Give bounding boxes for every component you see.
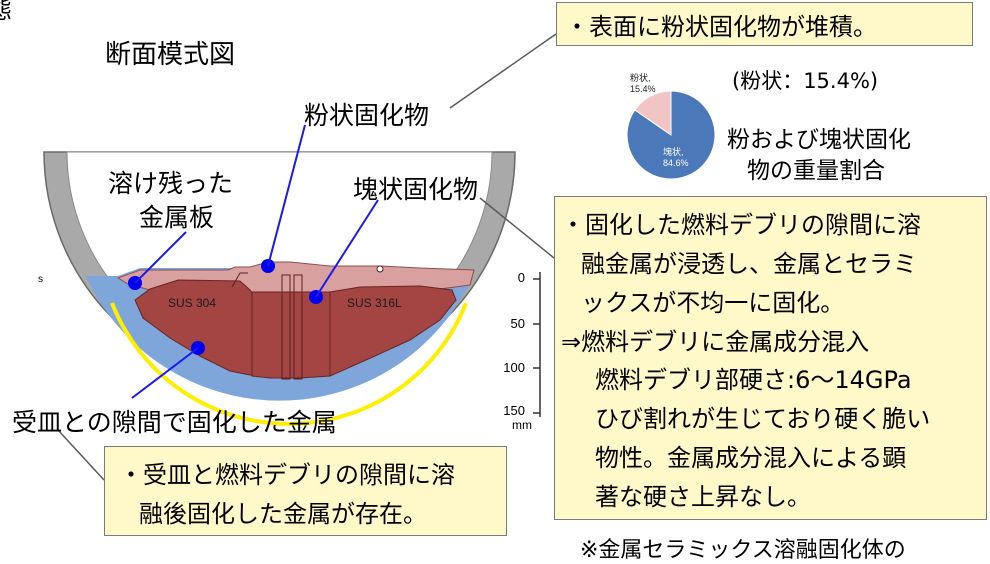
pie-slice-lump [626,90,716,180]
pie-desc-1: 粉および塊状固化 [727,127,911,153]
leader-line [57,429,105,481]
remaining-plate-label-2: 金属板 [139,203,215,232]
top-callout-text: ・表面に粉状固化物が堆積。 [565,13,877,41]
small-ring [376,265,384,273]
remaining-plate-label-1: 溶け残った [108,169,234,198]
pie-label-lump: 塊状, 84.6% [663,147,689,168]
right-callout-line: 物性。金属成分混入による顕 [595,444,907,472]
leader-line [479,197,555,259]
right-callout-line: 燃料デブリ部硬さ:6～14GPa [595,366,912,394]
bottom-callout-line: ・受皿と燃料デブリの隙間に溶 [119,461,455,489]
weight-ratio-pie [626,90,716,180]
scale-label-100: 100 [503,360,525,375]
edge-mark: s [38,274,43,285]
lump-center [251,291,331,379]
diagram-title: 断面模式図 [105,40,236,70]
cross-section-diagram [43,33,557,481]
scale-label-50: 50 [510,316,525,331]
right-callout-line: ひび割れが生じており硬く脆い [595,405,931,433]
scale-unit: mm [512,418,532,432]
sus-left-label: SUS 304 [168,296,217,310]
scale-label-0: 0 [517,270,525,285]
scale-label-150: 150 [503,403,525,418]
powder-label: 粉状固化物 [304,101,430,130]
pointer-line [131,347,199,399]
pie-caption: (粉状：15.4%) [732,69,879,93]
pie-label-powder: 粉状, 15.4% [630,73,656,94]
lump-label: 塊状固化物 [353,175,479,204]
top-callout: ・表面に粉状固化物が堆積。 [556,2,973,46]
pointer-line [134,231,187,284]
lump-left [134,279,256,377]
right-callout-line: ックスが不均一に固化。 [581,289,845,317]
bottom-callout-line: 融後固化した金属が存在。 [139,500,427,528]
center-rod-left [281,274,291,380]
right-callout-line: 著な硬さ上昇なし。 [595,483,811,511]
right-callout: ・固化した燃料デブリの隙間に溶 融金属が浸透し、金属とセラミ ックスが不均一に固… [554,196,987,520]
pointer-line [267,124,306,267]
right-callout-line: ・固化した燃料デブリの隙間に溶 [561,211,921,239]
tray-line [110,302,468,426]
remaining-plate-left [231,272,248,288]
tray-metal-label: 受皿との隙間で固化した金属 [12,408,337,437]
sus-right-label: SUS 316L [347,296,402,310]
bottom-callout: ・受皿と燃料デブリの隙間に溶 融後固化した金属が存在。 [104,446,507,536]
pointer-line [315,199,379,298]
pie-desc-2: 物の重量割合 [747,158,885,184]
corner-mark: 態 [0,0,12,25]
lump-right [329,285,457,377]
right-callout-line: ⇒燃料デブリに金属成分混入 [561,328,870,356]
right-callout-line: 融金属が浸透し、金属とセラミ [581,250,917,278]
footnote: ※金属セラミックス溶融固化体の [580,538,906,563]
leader-line [449,33,557,109]
center-rod-right [293,274,303,380]
